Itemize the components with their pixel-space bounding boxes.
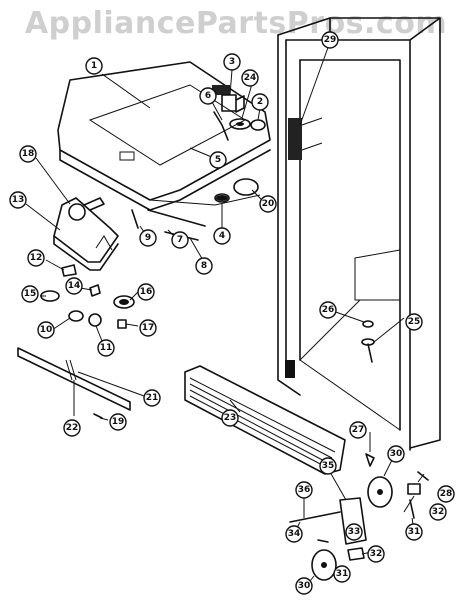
callout-12: 12 [27,249,45,267]
callout-11: 11 [97,339,115,357]
callout-31a: 31 [405,523,423,541]
callout-14: 14 [65,277,83,295]
svg-text:30: 30 [390,449,403,459]
callout-30a: 30 [387,445,405,463]
callout-36: 36 [295,481,313,499]
svg-text:1: 1 [91,61,97,71]
callout-23: 23 [221,409,239,427]
callout-7: 7 [171,231,189,249]
callout-32a: 32 [429,503,447,521]
callout-32b: 32 [367,545,385,563]
callout-35: 35 [319,457,337,475]
svg-text:34: 34 [288,529,301,539]
bracket [17,347,131,419]
svg-text:26: 26 [322,305,335,315]
svg-text:36: 36 [298,485,311,495]
svg-text:20: 20 [262,199,275,209]
svg-text:28: 28 [440,489,453,499]
callout-16: 16 [137,283,155,301]
watermark: AppliancePartsPros.com [24,6,448,41]
roller-assemblies [289,453,429,581]
svg-text:33: 33 [348,527,361,537]
rod [147,209,206,227]
svg-text:10: 10 [40,325,53,335]
callout-18: 18 [19,145,37,163]
svg-text:30: 30 [298,581,311,591]
svg-text:18: 18 [22,149,35,159]
svg-text:17: 17 [142,323,155,333]
svg-text:4: 4 [219,231,225,241]
svg-text:22: 22 [66,423,79,433]
svg-text:11: 11 [100,343,113,353]
callout-10: 10 [37,321,55,339]
callout-31b: 31 [333,565,351,583]
callout-2: 2 [251,93,269,111]
cabinet [277,17,441,451]
svg-text:24: 24 [244,73,257,83]
svg-text:27: 27 [352,425,365,435]
callout-13: 13 [9,191,27,209]
callout-9: 9 [139,229,157,247]
callout-34: 34 [285,525,303,543]
callout-15: 15 [21,285,39,303]
svg-text:7: 7 [177,235,183,245]
callout-30b: 30 [295,577,313,595]
callout-6: 6 [199,87,217,105]
callout-28: 28 [437,485,455,503]
callout-26: 26 [319,301,337,319]
svg-text:19: 19 [112,417,125,427]
callout-25: 25 [405,313,423,331]
svg-text:23: 23 [224,413,237,423]
small-parts [40,264,135,329]
svg-text:5: 5 [215,155,221,165]
svg-text:16: 16 [140,287,153,297]
control-assembly [53,197,119,271]
callout-22: 22 [63,419,81,437]
callout-33: 33 [345,523,363,541]
svg-text:13: 13 [12,195,25,205]
grille [184,365,346,475]
callout-4: 4 [213,227,231,245]
svg-text:12: 12 [30,253,43,263]
svg-text:6: 6 [205,91,211,101]
callout-24: 24 [241,69,259,87]
control-housing [57,61,271,211]
svg-text:21: 21 [146,393,159,403]
callout-29: 29 [321,31,339,49]
callout-21: 21 [143,389,161,407]
callout-27: 27 [349,421,367,439]
svg-text:2: 2 [257,97,263,107]
leader-lines [25,41,425,587]
svg-text:31: 31 [336,569,349,579]
svg-text:31: 31 [408,527,421,537]
svg-text:14: 14 [68,281,81,291]
disk-4 [214,193,230,203]
svg-text:32: 32 [432,507,445,517]
svg-text:25: 25 [408,317,421,327]
svg-text:35: 35 [322,461,335,471]
callout-1: 1 [85,57,103,75]
nut-26 [362,320,374,328]
callout-5: 5 [209,151,227,169]
svg-text:29: 29 [324,35,337,45]
screw-25 [367,343,373,363]
disk-20 [233,178,259,196]
svg-text:3: 3 [229,57,235,67]
callout-3: 3 [223,53,241,71]
callout-8: 8 [195,257,213,275]
callout-19: 19 [109,413,127,431]
svg-text:8: 8 [201,261,207,271]
callout-17: 17 [139,319,157,337]
callout-20: 20 [259,195,277,213]
svg-text:15: 15 [24,289,37,299]
svg-text:32: 32 [370,549,383,559]
svg-text:9: 9 [145,233,151,243]
screw-9 [131,209,139,229]
